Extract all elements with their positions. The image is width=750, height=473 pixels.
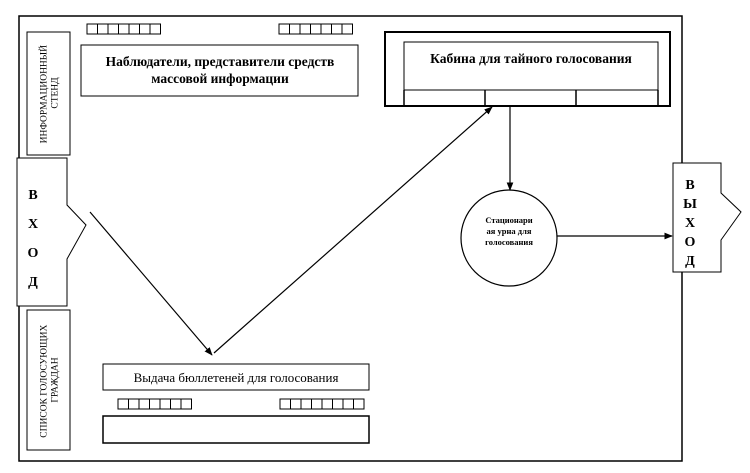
info-stand-line2: СТЕНД bbox=[51, 77, 61, 109]
exit-arrow bbox=[672, 162, 742, 273]
seat-cell bbox=[320, 23, 332, 35]
seat-cell bbox=[311, 398, 323, 410]
seating-row-top-right bbox=[278, 23, 353, 35]
voters-list-line2: ГРАЖДАН bbox=[51, 357, 61, 402]
seat-cell bbox=[118, 23, 130, 35]
voters-list-box bbox=[26, 309, 71, 451]
voters-list-label: СПИСОК ГОЛОСУЮЩИХ ГРАЖДАН bbox=[40, 322, 61, 437]
exit-letter-2: Ы bbox=[683, 197, 697, 212]
seat-cell bbox=[159, 398, 171, 410]
urn-line1: Стационари bbox=[485, 215, 532, 225]
voting-booth-inner bbox=[403, 41, 659, 91]
seat-cell bbox=[289, 23, 301, 35]
entrance-arrow bbox=[16, 157, 87, 307]
seating-row-bottom-left bbox=[117, 398, 192, 410]
entrance-letter-2: Х bbox=[28, 217, 38, 232]
seat-cell bbox=[149, 398, 161, 410]
seat-cell bbox=[331, 23, 343, 35]
seat-cell bbox=[321, 398, 333, 410]
seat-cell bbox=[139, 23, 151, 35]
seat-cell bbox=[107, 23, 119, 35]
voters-list-line1: СПИСОК ГОЛОСУЮЩИХ bbox=[40, 325, 50, 438]
seat-cell bbox=[290, 398, 302, 410]
seat-cell bbox=[149, 23, 161, 35]
exit-letter-3: Х bbox=[685, 216, 695, 231]
seat-cell bbox=[180, 398, 192, 410]
seat-cell bbox=[86, 23, 98, 35]
seat-cell bbox=[332, 398, 344, 410]
seating-row-bottom-right bbox=[279, 398, 365, 410]
seat-cell bbox=[128, 398, 140, 410]
info-stand-line1: ИНФОРМАЦИОННЫЙ bbox=[38, 45, 50, 143]
seat-cell bbox=[278, 23, 290, 35]
flow-arrow-entrance-to-issue bbox=[89, 211, 213, 356]
info-stand-label: ИНФОРМАЦИОННЫЙ СТЕНД bbox=[38, 43, 61, 144]
seat-cell bbox=[300, 398, 312, 410]
observers-line1: Наблюдатели, представители средств bbox=[106, 54, 335, 69]
seat-cell bbox=[353, 398, 365, 410]
exit-letter-4: О bbox=[685, 235, 696, 250]
ballot-issue-label: Выдача бюллетеней для голосования bbox=[134, 370, 339, 385]
entrance-letter-1: В bbox=[28, 188, 37, 203]
info-stand-box bbox=[26, 31, 71, 156]
issue-desk bbox=[102, 415, 370, 444]
observers-box bbox=[80, 44, 359, 97]
seat-cell bbox=[117, 398, 129, 410]
ballot-issue-box bbox=[102, 363, 370, 391]
entrance-letter-4: Д bbox=[28, 275, 38, 290]
flow-arrow-issue-to-booth bbox=[213, 106, 493, 354]
seat-cell bbox=[310, 23, 322, 35]
seat-cell bbox=[97, 23, 109, 35]
voting-booth-label: Кабина для тайного голосования bbox=[430, 51, 632, 66]
seat-cell bbox=[279, 398, 291, 410]
seat-cell bbox=[128, 23, 140, 35]
observers-line2: массовой информации bbox=[151, 71, 289, 86]
seat-cell bbox=[138, 398, 150, 410]
seat-cell bbox=[170, 398, 182, 410]
seat-cell bbox=[299, 23, 311, 35]
seating-row-top-left bbox=[86, 23, 161, 35]
exit-letter-5: Д bbox=[685, 254, 695, 269]
exit-letter-1: В bbox=[685, 178, 694, 193]
seat-cell bbox=[342, 398, 354, 410]
urn-line2: ая урна для bbox=[487, 226, 532, 236]
urn-line3: голосования bbox=[485, 237, 533, 247]
entrance-letter-3: О bbox=[28, 246, 39, 261]
seat-cell bbox=[341, 23, 353, 35]
